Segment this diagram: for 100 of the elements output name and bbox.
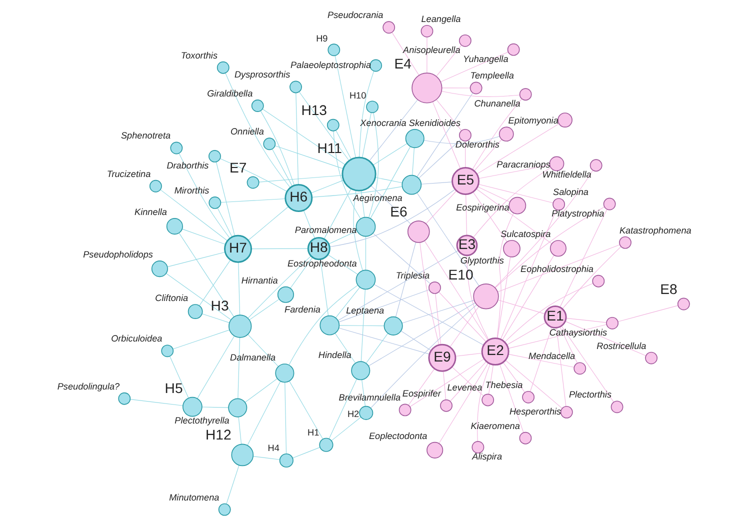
connector bbox=[394, 242, 416, 318]
connector bbox=[248, 299, 279, 320]
connector bbox=[391, 32, 419, 76]
node-circle bbox=[166, 218, 182, 235]
connector bbox=[476, 188, 552, 244]
connector bbox=[360, 190, 364, 218]
node-label: Anisopleurella bbox=[402, 44, 460, 55]
connector bbox=[338, 328, 429, 354]
connector bbox=[364, 236, 366, 270]
connector bbox=[418, 138, 461, 179]
node-label: Xenocrania bbox=[360, 118, 406, 128]
node-label: Eoplectodonta bbox=[368, 430, 427, 441]
connector bbox=[334, 286, 360, 318]
connector bbox=[451, 366, 484, 396]
connector bbox=[425, 190, 456, 224]
connector bbox=[559, 209, 607, 308]
node-circle bbox=[230, 444, 254, 466]
node-circle bbox=[149, 180, 162, 192]
node-label: Eopholidostrophia bbox=[520, 264, 593, 274]
node-label: Pseudocrania bbox=[327, 10, 383, 20]
node-label: Eospirigerina bbox=[456, 202, 509, 212]
node-circle bbox=[502, 240, 520, 258]
connector bbox=[338, 325, 384, 326]
node-label: Trucizetina bbox=[106, 168, 150, 179]
connector bbox=[330, 416, 361, 441]
node-circle bbox=[150, 260, 168, 278]
node-label: H12 bbox=[204, 426, 231, 443]
connector bbox=[372, 232, 430, 284]
node-circle bbox=[369, 59, 382, 72]
node-circle: E5 bbox=[451, 166, 480, 195]
connector bbox=[372, 143, 407, 166]
node-label: E4 bbox=[394, 56, 412, 72]
node-label: Leptaena bbox=[346, 305, 384, 316]
node-label: Paromalomena bbox=[294, 224, 356, 235]
node-circle bbox=[358, 406, 373, 420]
connector bbox=[201, 406, 228, 408]
node-label: Paracraniops bbox=[496, 159, 550, 170]
node-label: H13 bbox=[300, 102, 327, 118]
connector bbox=[472, 98, 522, 170]
connector bbox=[332, 130, 360, 219]
node-label: E6 bbox=[390, 203, 407, 220]
node-label: Hindella bbox=[318, 350, 351, 360]
connector bbox=[478, 184, 553, 204]
node-label: Mendacella bbox=[528, 351, 575, 362]
connector bbox=[284, 382, 286, 454]
node-label: E7 bbox=[229, 159, 246, 176]
node-circle bbox=[170, 142, 182, 154]
connector bbox=[506, 322, 546, 346]
node-circle: H8 bbox=[306, 237, 330, 260]
node-circle bbox=[228, 314, 252, 338]
connector bbox=[361, 112, 371, 158]
node-circle bbox=[498, 126, 514, 142]
connector bbox=[476, 364, 490, 442]
connector bbox=[504, 360, 562, 408]
node-label: Orbiculoidea bbox=[110, 334, 162, 344]
connector bbox=[334, 56, 356, 158]
node-circle bbox=[355, 216, 376, 237]
node-label: Salopina bbox=[552, 187, 588, 198]
connector bbox=[472, 167, 550, 238]
node-label: Minutomena bbox=[168, 492, 219, 502]
node-circle bbox=[208, 150, 220, 162]
connector bbox=[504, 283, 593, 342]
connector bbox=[374, 177, 402, 184]
node-label: Cathaysiorthis bbox=[548, 327, 607, 338]
connector bbox=[449, 306, 479, 348]
node-label: Glyptorthis bbox=[460, 255, 504, 266]
node-label: Pseudopholidops bbox=[82, 249, 152, 260]
connector bbox=[488, 364, 494, 394]
connector bbox=[564, 321, 646, 356]
connector bbox=[373, 284, 484, 346]
node-label: Dolerorthis bbox=[454, 140, 499, 150]
node-label: Yuhangella bbox=[462, 54, 508, 64]
node-circle bbox=[552, 198, 565, 211]
node-circle bbox=[218, 503, 230, 516]
node-circle bbox=[676, 298, 690, 310]
connector bbox=[247, 256, 311, 318]
connector bbox=[220, 198, 285, 203]
connector bbox=[365, 333, 388, 364]
node-circle bbox=[522, 390, 534, 404]
connector bbox=[178, 153, 230, 238]
node-label: Plectothyrella bbox=[174, 415, 229, 426]
node-label: Whitfieldella bbox=[542, 170, 591, 180]
connector bbox=[361, 380, 366, 407]
connector bbox=[432, 102, 460, 169]
node-label: Skenidioides bbox=[408, 118, 460, 128]
connector bbox=[172, 330, 230, 350]
connector bbox=[472, 192, 507, 242]
node-circle bbox=[592, 274, 604, 288]
connector bbox=[311, 186, 402, 198]
connector bbox=[438, 362, 488, 444]
node-label: Epitomyonia bbox=[508, 116, 558, 126]
connector bbox=[272, 148, 292, 186]
node-circle bbox=[506, 43, 520, 56]
node-circle bbox=[327, 44, 340, 56]
node-circle bbox=[458, 34, 471, 47]
node-circle bbox=[398, 404, 411, 416]
node-circle bbox=[481, 394, 494, 406]
node-label: Kiaeromena bbox=[470, 420, 520, 431]
connector bbox=[252, 456, 280, 460]
connector bbox=[494, 206, 604, 288]
